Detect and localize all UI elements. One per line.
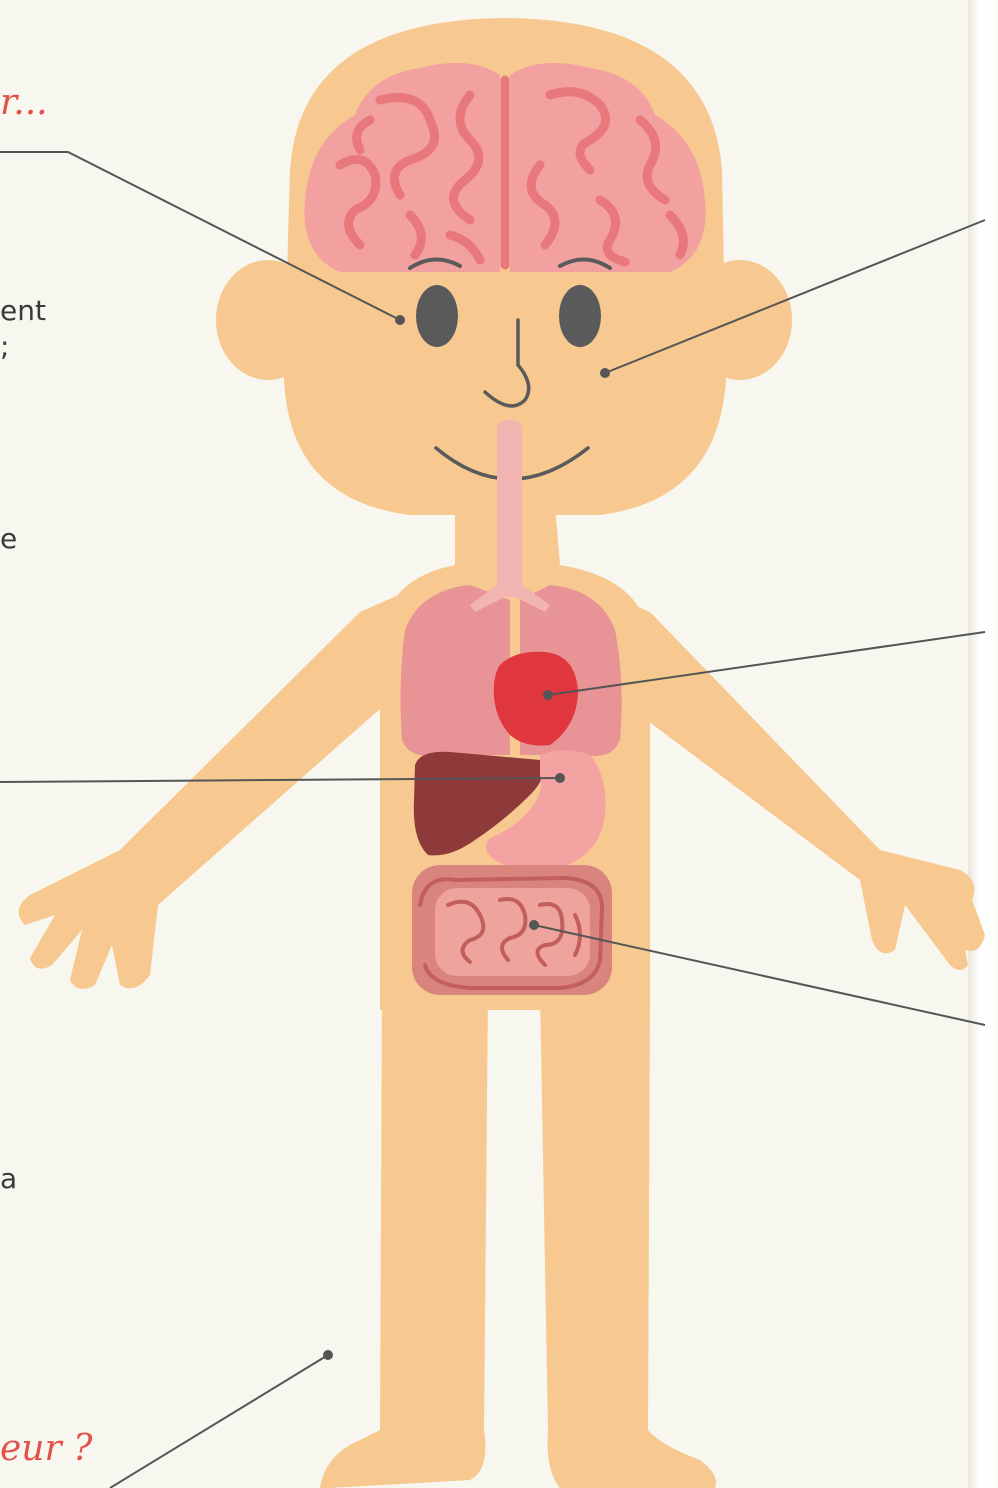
cut-off-text-line-3: e bbox=[0, 522, 17, 555]
cut-off-text-line-2: ; bbox=[0, 330, 9, 363]
pointer-leg bbox=[110, 1355, 328, 1488]
pointer-dot-leg bbox=[323, 1350, 333, 1360]
pointer-dot-face bbox=[600, 368, 610, 378]
pointer-dot-intestines bbox=[529, 920, 539, 930]
cut-off-heading-bottom: eur ? bbox=[0, 1428, 92, 1469]
pointer-dot-stomach bbox=[555, 773, 565, 783]
cut-off-text-line-1: ent bbox=[0, 294, 46, 327]
intestines bbox=[412, 865, 612, 995]
left-eye bbox=[416, 285, 458, 347]
left-arm bbox=[19, 590, 410, 989]
pointer-dot-heart bbox=[543, 690, 553, 700]
cut-off-text-line-4: a bbox=[0, 1162, 17, 1195]
right-eye bbox=[559, 285, 601, 347]
left-leg bbox=[320, 990, 488, 1488]
right-leg bbox=[540, 990, 716, 1488]
right-arm bbox=[600, 590, 985, 970]
cut-off-heading-top: r... bbox=[0, 82, 48, 123]
pointer-dot-brain bbox=[395, 315, 405, 325]
